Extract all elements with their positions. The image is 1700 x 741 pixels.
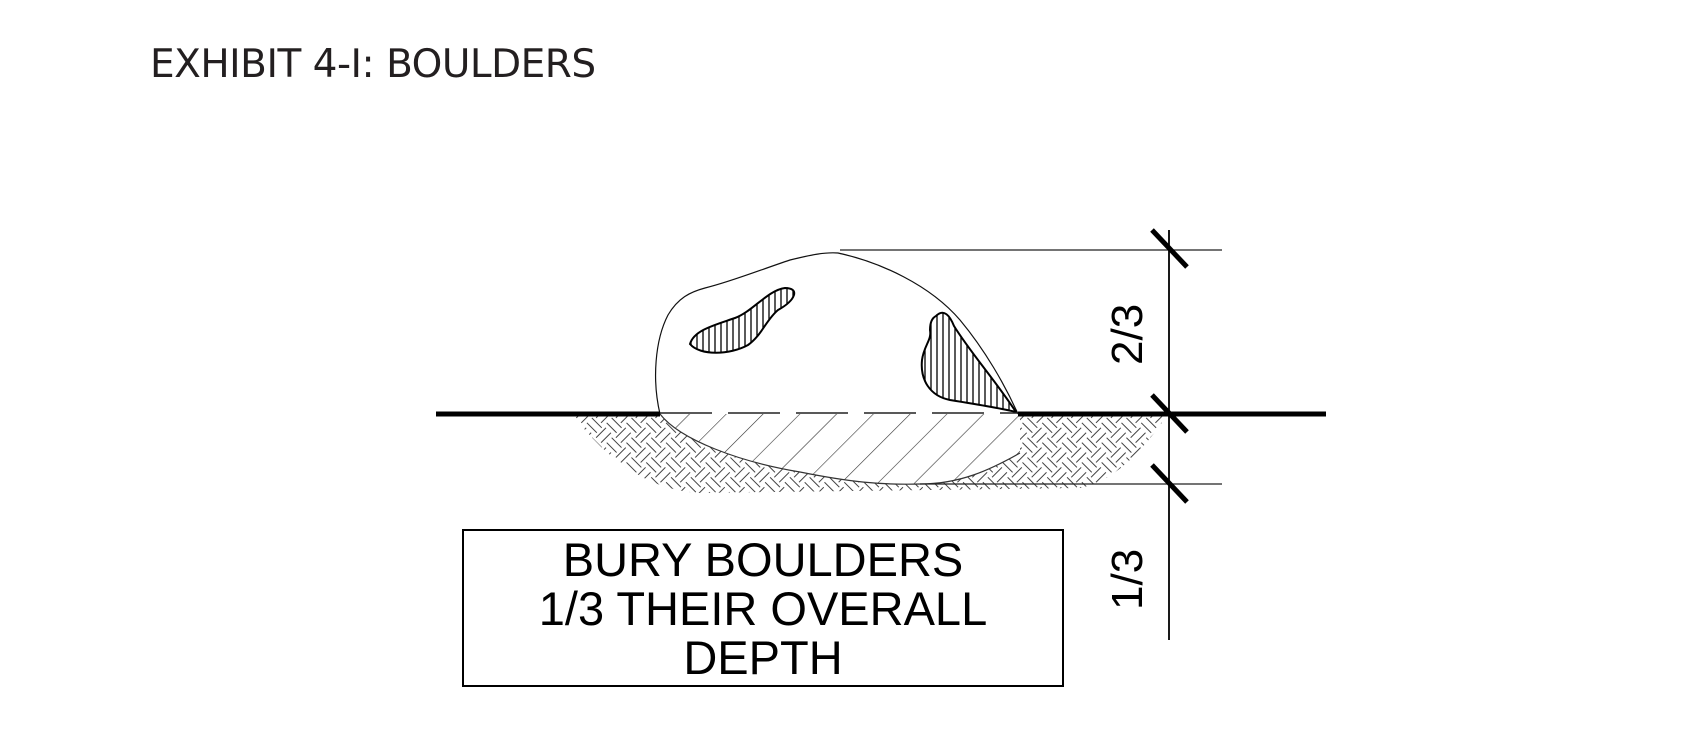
note-line-2: 1/3 THEIR OVERALL bbox=[538, 581, 988, 635]
exhibit-title: EXHIBIT 4-I: BOULDERS bbox=[150, 42, 596, 87]
note-line-3: DEPTH bbox=[683, 630, 843, 684]
boulder-shadow-left bbox=[688, 286, 796, 354]
note-line-1: BURY BOULDERS bbox=[562, 532, 964, 586]
dimension-label-below-grade: 1/3 bbox=[1103, 548, 1152, 610]
note-box: BURY BOULDERS 1/3 THEIR OVERALL DEPTH bbox=[462, 529, 1064, 687]
dimension-label-above-grade: 2/3 bbox=[1103, 303, 1152, 365]
boulder-shadow-right bbox=[920, 311, 1019, 414]
dimension-line bbox=[1150, 228, 1189, 640]
boulder-buried-section bbox=[659, 413, 1021, 485]
